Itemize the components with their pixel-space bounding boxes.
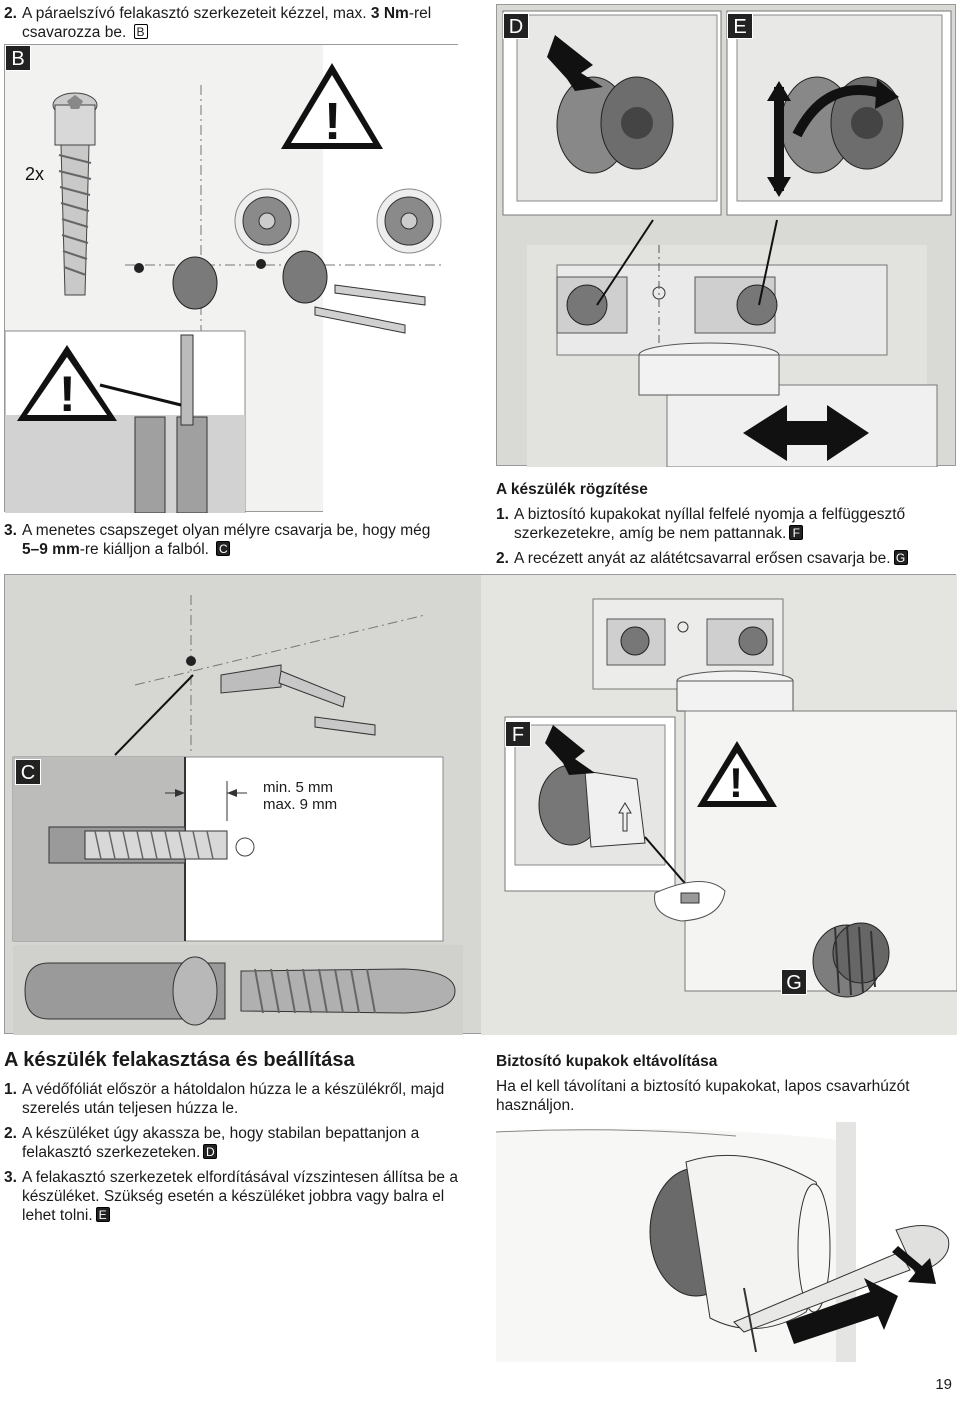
page-number: 19: [935, 1376, 952, 1393]
fix-section-title: A készülék rögzítése: [496, 481, 648, 498]
min-measurement: min. 5 mm: [263, 779, 334, 796]
wall-hangers: [134, 250, 426, 334]
remove-section-title: Biztosító kupakok eltávolítása: [496, 1053, 718, 1070]
step-text-body: A készüléket úgy akassza be, hogy stabil…: [22, 1125, 420, 1161]
warning-mark: !: [324, 93, 341, 151]
hang-section-title: A készülék felakasztása és beállítása: [4, 1049, 355, 1071]
step-number: 2.: [4, 1125, 17, 1142]
safety-cap-icon: [649, 1154, 831, 1330]
step-text-body: A recézett anyát az alátétcsavarral erős…: [514, 550, 891, 567]
hang-section: A készülék felakasztása és beállítása 1.…: [4, 1048, 466, 1225]
safety-cap-f: [538, 764, 646, 848]
hang-step-2: 2. A készüléket úgy akassza be, hogy sta…: [4, 1124, 466, 1162]
step-number: 1.: [4, 1081, 17, 1098]
fix-step-2: 2. A recézett anyát az alátétcsavarral e…: [496, 549, 956, 568]
quantity-label: 2x: [25, 164, 44, 184]
panel-letter-g: G: [781, 969, 807, 995]
figure-ref-e: E: [95, 1207, 110, 1222]
screw-icon: [52, 92, 98, 296]
figure-ref-b: B: [133, 24, 148, 39]
rotate-arrow-icon: [792, 85, 889, 138]
step-text-bold: 5–9 mm: [22, 541, 80, 558]
step-text-before: A menetes csapszeget olyan mélyre csavar…: [22, 522, 431, 539]
figure-ref-d: D: [203, 1144, 218, 1159]
screwdriver-icon: [733, 1225, 950, 1353]
remove-section: Biztosító kupakok eltávolítása Ha el kel…: [496, 1052, 956, 1115]
step-text-body: A felakasztó szerkezetek elfordításával …: [22, 1169, 458, 1224]
pull-arrow-icon: [786, 1278, 898, 1344]
step-text: A páraelszívó felakasztó szerkezeteit ké…: [22, 4, 434, 42]
step-text-after: -rel csavarozza be.: [22, 5, 432, 41]
lever-arrow-icon: [892, 1246, 936, 1284]
knurled-nut-icon: [812, 922, 890, 998]
step-text: A készüléket úgy akassza be, hogy stabil…: [22, 1124, 466, 1162]
measurement-labels: min. 5 mm max. 9 mm: [263, 779, 337, 813]
step-text-before: A páraelszívó felakasztó szerkezeteit ké…: [22, 5, 371, 22]
push-up-arrow-icon: [545, 725, 595, 775]
panel-letter-c: C: [15, 759, 41, 785]
step-text-body: A biztosító kupakokat nyíllal felfelé ny…: [514, 506, 906, 542]
figure-cap-removal-drawing: [496, 1122, 950, 1362]
panel-letter-e: E: [727, 13, 753, 39]
remove-section-text: Ha el kell távolítani a biztosító kupako…: [496, 1078, 910, 1114]
figure-c-f-g-drawing: !: [12, 575, 957, 1035]
figure-c-f-g: ! C F G min. 5 mm max. 9 mm: [4, 574, 957, 1035]
step-2-hangers: 2. A páraelszívó felakasztó szerkezeteit…: [4, 4, 434, 42]
step-text: A recézett anyát az alátétcsavarral erős…: [514, 549, 908, 568]
figure-ref-c: C: [216, 541, 231, 556]
panel-letter-f: F: [505, 721, 531, 747]
fix-section: A készülék rögzítése 1. A biztosító kupa…: [496, 480, 956, 568]
hang-step-1: 1. A védőfóliát először a hátoldalon húz…: [4, 1080, 466, 1118]
panel-letter-b: B: [5, 45, 31, 71]
figure-b-drawing: 2x !: [5, 45, 459, 513]
step-number: 2.: [496, 550, 509, 567]
max-measurement: max. 9 mm: [263, 796, 338, 813]
step-text: A menetes csapszeget olyan mélyre csavar…: [22, 521, 444, 559]
step-text: A védőfóliát először a hátoldalon húzza …: [22, 1081, 445, 1117]
figure-cap-removal: [496, 1122, 956, 1362]
warning-mark-right: !: [729, 759, 743, 806]
warning-icon: !: [281, 63, 383, 151]
figure-d-e-drawing: [502, 10, 952, 467]
step-number: 3.: [4, 1169, 17, 1186]
step-number: 1.: [496, 506, 509, 523]
step-text-bold: 3 Nm: [370, 5, 409, 22]
warning-icon-lower: !: [17, 345, 117, 422]
hanger-cap-d: [556, 76, 674, 174]
step-number: 3.: [4, 522, 17, 539]
figure-ref-f: F: [789, 525, 804, 540]
double-arrow-icon: [743, 405, 869, 461]
panel-letter-d: D: [503, 13, 529, 39]
figure-ref-g: G: [893, 550, 908, 565]
hang-step-3: 3. A felakasztó szerkezetek elfordításáv…: [4, 1168, 466, 1225]
fix-step-1: 1. A biztosító kupakokat nyíllal felfelé…: [496, 505, 956, 543]
step-number: 2.: [4, 5, 17, 22]
step-text: A felakasztó szerkezetek elfordításával …: [22, 1168, 466, 1225]
figure-d-e: D E: [496, 4, 956, 467]
figure-b: 2x !: [4, 44, 459, 513]
hanger-detail-left: [234, 188, 300, 254]
warning-icon-right: !: [697, 741, 777, 807]
step-text-after: -re kiálljon a falból.: [79, 541, 209, 558]
push-arrow-icon: [547, 35, 603, 91]
step-3-stud: 3. A menetes csapszeget olyan mélyre csa…: [4, 521, 444, 559]
step-text: A biztosító kupakokat nyíllal felfelé ny…: [514, 505, 956, 543]
warning-mark-lower: !: [59, 366, 76, 422]
hanger-detail-right: [376, 188, 442, 254]
